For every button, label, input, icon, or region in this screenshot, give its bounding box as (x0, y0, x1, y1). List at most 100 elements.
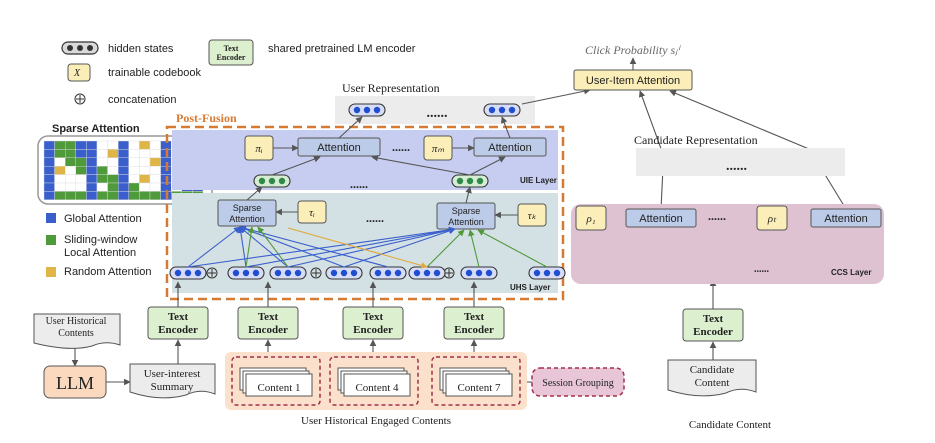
matrix-cell (86, 140, 98, 150)
matrix-cell (117, 174, 129, 184)
matrix-cell (139, 165, 151, 175)
text-encoder-2 (237, 306, 299, 340)
global-swatch (46, 213, 56, 223)
matrix-cell (86, 191, 98, 200)
ccs-token-ellipsis: ...... (754, 264, 770, 275)
matrix-cell (96, 157, 108, 167)
matrix-cell (54, 191, 66, 200)
svg-text:Encoder: Encoder (693, 326, 733, 338)
sliding-edge (426, 229, 465, 268)
ccs-ellipsis: ...... (708, 209, 726, 223)
matrix-cell (75, 149, 87, 158)
matrix-cell (117, 182, 129, 192)
matrix-cell (75, 182, 87, 192)
edge (501, 116, 511, 139)
user-rep-pill-dot (373, 106, 381, 114)
user-rep-pill-dot (498, 106, 506, 114)
svg-text:Text: Text (168, 311, 189, 323)
matrix-cell (43, 182, 55, 192)
user-rep-pill-dot (363, 106, 371, 114)
sliding-swatch (46, 235, 56, 245)
token-pill-dot (184, 269, 192, 277)
matrix-cell (54, 149, 66, 158)
matrix-cell (96, 165, 108, 175)
legend-sliding-1: Sliding-window (64, 234, 137, 246)
cand-line1: Candidate (690, 364, 735, 376)
tau-k-label: τₖ (528, 210, 537, 222)
token-pill-dot (465, 269, 473, 277)
svg-text:Text: Text (464, 311, 485, 323)
edge (465, 186, 472, 204)
matrix-cell (43, 191, 55, 200)
matrix-cell (117, 140, 129, 150)
matrix-cell (128, 157, 140, 167)
edge (521, 87, 591, 105)
session-grouping-label: Session Grouping (542, 378, 613, 389)
token-pill-dot (475, 269, 483, 277)
token-pill-dot (433, 269, 441, 277)
matrix-cell (64, 165, 76, 175)
legend: hidden states X trainable codebook conca… (61, 39, 416, 106)
text-encoder-1 (147, 306, 209, 340)
matrix-cell (139, 191, 151, 200)
uhc-line1: User Historical (46, 316, 107, 327)
matrix-cell (117, 165, 129, 175)
user-rep-pill-dot (508, 106, 516, 114)
matrix-cell (117, 191, 129, 200)
session-grouping-badge (531, 367, 625, 397)
global-edge (245, 226, 456, 268)
content-doc (445, 373, 513, 397)
token-pill-dot (553, 269, 561, 277)
matrix-cell (107, 182, 119, 192)
token-pill-dot (274, 269, 282, 277)
engaged-contents-label: User Historical Engaged Contents (301, 415, 451, 427)
uie-attention-1-label: Attention (317, 142, 360, 154)
user-rep-ellipsis: ...... (427, 106, 448, 121)
token-pill-dot (374, 269, 382, 277)
codebook-icon (67, 63, 91, 82)
matrix-cell (107, 140, 119, 150)
token-pill-dot (423, 269, 431, 277)
matrix-cell (96, 182, 108, 192)
matrix-cell (149, 140, 161, 150)
matrix-cell (149, 191, 161, 200)
candidate-content-caption: Candidate Content (689, 419, 771, 431)
content-label: Content 7 (457, 382, 501, 394)
matrix-cell (149, 165, 161, 175)
matrix-cell (128, 140, 140, 150)
matrix-cell (128, 149, 140, 158)
matrix-cell (86, 182, 98, 192)
matrix-cell (86, 174, 98, 184)
matrix-cell (43, 165, 55, 175)
matrix-cell (86, 165, 98, 175)
token-pill-dot (252, 269, 260, 277)
matrix-cell (117, 157, 129, 167)
matrix-cell (107, 157, 119, 167)
matrix-cell (139, 182, 151, 192)
global-edge (239, 226, 345, 268)
uis-line2: Summary (151, 381, 194, 393)
uie-pill-dot (476, 177, 484, 185)
rho-t-codebook (756, 205, 788, 231)
rho-1-label: ρ₁ (585, 213, 595, 225)
token-pill-dot (294, 269, 302, 277)
matrix-cell (128, 191, 140, 200)
legend-concatenation: concatenation (108, 94, 177, 106)
token-pill-dot (485, 269, 493, 277)
legend-shared-encoder: shared pretrained LM encoder (268, 43, 416, 55)
global-edge (187, 226, 241, 268)
token-pill-dot (384, 269, 392, 277)
matrix-cell (54, 157, 66, 167)
uie-pill-dot (466, 177, 474, 185)
session-group (431, 356, 521, 406)
user-item-attention-label: User-Item Attention (586, 75, 680, 87)
post-fusion-box (165, 125, 565, 301)
text-encoder-4 (443, 306, 505, 340)
content-doc (343, 373, 411, 397)
svg-text:Text: Text (703, 313, 724, 325)
matrix-cell (149, 149, 161, 158)
matrix-cell (139, 149, 151, 158)
edge (469, 156, 506, 176)
candidate-rep-bg (636, 148, 845, 176)
